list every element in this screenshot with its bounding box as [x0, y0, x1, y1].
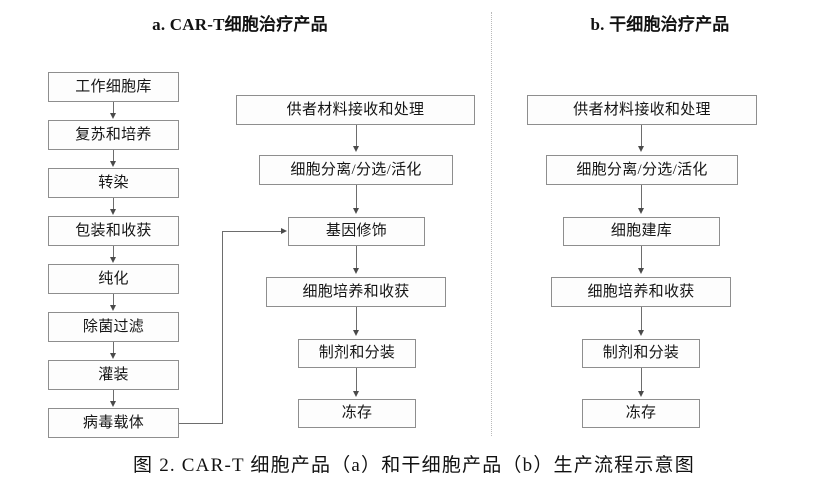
connector-arrow — [353, 146, 359, 152]
connector-line — [641, 125, 642, 150]
connector-line — [641, 185, 642, 212]
connector-arrow — [353, 208, 359, 214]
connector-line — [113, 342, 114, 357]
node-packaging-and-harvest: 包装和收获 — [48, 216, 179, 246]
figure-caption: 图 2. CAR-T 细胞产品（a）和干细胞产品（b）生产流程示意图 — [133, 455, 695, 476]
connector-arrow — [353, 330, 359, 336]
panel-divider — [491, 12, 492, 436]
connector-line — [222, 231, 223, 423]
connector-line — [356, 368, 357, 395]
node-working-cell-bank: 工作细胞库 — [48, 72, 179, 102]
connector-line — [356, 185, 357, 212]
connector-line — [113, 294, 114, 309]
node-cryopreservation-a: 冻存 — [298, 399, 416, 428]
connector-line — [641, 307, 642, 334]
connector-arrow — [110, 305, 116, 311]
connector-line — [113, 246, 114, 261]
node-cryopreservation-b: 冻存 — [582, 399, 700, 428]
node-sterile-filtration: 除菌过滤 — [48, 312, 179, 342]
connector-arrow — [110, 113, 116, 119]
connector-line — [641, 246, 642, 272]
node-transfection: 转染 — [48, 168, 179, 198]
node-filling: 灌装 — [48, 360, 179, 390]
node-purification: 纯化 — [48, 264, 179, 294]
panel-a-title: a. CAR-T细胞治疗产品 — [152, 15, 328, 34]
node-thaw-and-culture: 复苏和培养 — [48, 120, 179, 150]
node-cell-isolation-b: 细胞分离/分选/活化 — [546, 155, 738, 185]
node-donor-material-receipt-a: 供者材料接收和处理 — [236, 95, 475, 125]
connector-line — [356, 307, 357, 334]
connector-arrow — [281, 228, 287, 234]
panel-b-title: b. 干细胞治疗产品 — [590, 15, 730, 34]
node-cell-culture-harvest-b: 细胞培养和收获 — [551, 277, 731, 307]
node-cell-isolation-a: 细胞分离/分选/活化 — [259, 155, 453, 185]
connector-arrow — [638, 330, 644, 336]
connector-line — [179, 423, 223, 424]
node-formulation-filling-b: 制剂和分装 — [582, 339, 700, 368]
connector-arrow — [353, 391, 359, 397]
connector-line — [113, 150, 114, 165]
node-donor-material-receipt-b: 供者材料接收和处理 — [527, 95, 757, 125]
connector-line — [356, 246, 357, 272]
connector-arrow — [110, 257, 116, 263]
connector-arrow — [638, 208, 644, 214]
connector-arrow — [353, 268, 359, 274]
node-viral-vector: 病毒载体 — [48, 408, 179, 438]
connector-line — [113, 102, 114, 117]
connector-arrow — [110, 161, 116, 167]
connector-arrow — [110, 209, 116, 215]
connector-arrow — [638, 146, 644, 152]
connector-arrow — [638, 391, 644, 397]
connector-arrow — [638, 268, 644, 274]
connector-line — [641, 368, 642, 395]
connector-line — [113, 390, 114, 405]
node-cell-culture-harvest-a: 细胞培养和收获 — [266, 277, 446, 307]
node-cell-banking: 细胞建库 — [563, 217, 720, 246]
node-genetic-modification: 基因修饰 — [288, 217, 425, 246]
connector-arrow — [110, 401, 116, 407]
connector-line — [356, 125, 357, 150]
connector-line — [222, 231, 282, 232]
connector-arrow — [110, 353, 116, 359]
node-formulation-filling-a: 制剂和分装 — [298, 339, 416, 368]
connector-line — [113, 198, 114, 213]
